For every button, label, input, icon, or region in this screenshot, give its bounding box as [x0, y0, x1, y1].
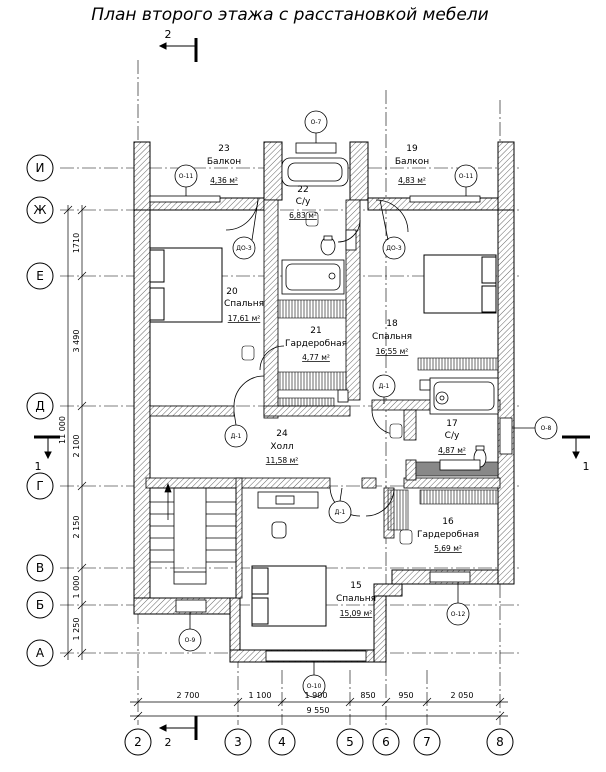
- radiators: [241, 211, 413, 545]
- section-label-left: 1: [35, 460, 42, 473]
- room-area: 17,61 м²: [228, 314, 261, 323]
- room-name: Балкон: [207, 157, 241, 167]
- dim-text: 2 050: [451, 691, 474, 700]
- marker-label: О-11: [179, 173, 194, 180]
- bottom-dimension-lines: [130, 697, 508, 721]
- room-area: 4,77 м²: [302, 353, 330, 362]
- room-name: Холл: [270, 442, 293, 452]
- opening-markers: [174, 110, 558, 698]
- marker-label: О-11: [459, 173, 474, 180]
- section-label-top: 2: [165, 28, 172, 41]
- dim-text: 1 900: [305, 691, 328, 700]
- row-axis-labels: И Ж Е Д Г В Б А: [34, 161, 47, 660]
- dim-text: 1 250: [72, 618, 81, 641]
- room-name: Балкон: [395, 157, 429, 167]
- door-swings: [225, 197, 409, 517]
- axis-label: 7: [423, 735, 431, 749]
- room-number: 22: [297, 185, 308, 195]
- dim-text: 850: [360, 691, 375, 700]
- marker-label: Д-1: [231, 433, 242, 440]
- desk: [257, 491, 319, 539]
- dim-text: 2 150: [72, 516, 81, 539]
- left-dimension-lines: [63, 205, 87, 660]
- room-name: Гардеробная: [285, 339, 347, 349]
- axis-label: В: [36, 561, 44, 575]
- room-number: 20: [226, 287, 238, 297]
- axis-label: Г: [36, 479, 43, 493]
- axis-label: А: [36, 646, 45, 660]
- bathroom-fixtures: [281, 157, 499, 471]
- dim-text: 1710: [72, 233, 81, 253]
- bottom-dimension-texts: 2 700 1 100 1 900 850 950 2 050 9 550: [177, 691, 474, 715]
- room-area: 4,87 м²: [438, 446, 466, 455]
- room-area: 4,36 м²: [210, 176, 238, 185]
- dim-text: 2 100: [72, 435, 81, 458]
- axis-label: 4: [278, 735, 286, 749]
- dim-text: 3 490: [72, 330, 81, 353]
- axis-label: Б: [36, 598, 44, 612]
- marker-label: ДО-3: [386, 245, 402, 252]
- room-name: Спальня: [224, 299, 264, 309]
- room-name: Спальня: [372, 332, 412, 342]
- room-number: 19: [406, 144, 418, 154]
- marker-label: ДО-3: [236, 245, 252, 252]
- room-number: 18: [386, 319, 398, 329]
- room-name: С/у: [445, 431, 460, 441]
- room-area: 11,58 м²: [266, 456, 299, 465]
- marker-label: О-7: [311, 119, 322, 126]
- dim-text: 1 100: [249, 691, 272, 700]
- col-axis-bubbles: [124, 728, 514, 756]
- row-axis-bubbles: [26, 154, 54, 667]
- plan-title: План второго этажа с расстановкой мебели: [91, 5, 488, 25]
- axis-label: 3: [234, 735, 242, 749]
- room-area: 4,83 м²: [398, 176, 426, 185]
- room-area: 6,83 м²: [289, 211, 317, 220]
- axis-label: Д: [35, 399, 44, 413]
- room-labels: 23 Балкон 4,36 м² 19 Балкон 4,83 м² 22 С…: [207, 144, 479, 618]
- room-number: 17: [446, 419, 457, 429]
- axis-label: 5: [346, 735, 354, 749]
- opening-marker-labels: О-7 О-11 О-11 ДО-3 ДО-3 О-8 О-9 О-10 О-1…: [179, 119, 552, 690]
- room-name: Спальня: [336, 594, 376, 604]
- dim-text: 2 700: [177, 691, 200, 700]
- section-label-bottom: 2: [165, 736, 172, 749]
- dim-text: 9 550: [307, 706, 330, 715]
- stairs: [149, 482, 237, 599]
- beds: [149, 247, 497, 627]
- axis-label: Ж: [34, 203, 47, 217]
- room-area: 5,69 м²: [434, 544, 462, 553]
- marker-label: О-10: [307, 683, 322, 690]
- room-name: Гардеробная: [417, 530, 479, 540]
- marker-label: Д-1: [335, 509, 346, 516]
- room-number: 23: [218, 144, 229, 154]
- room-number: 16: [442, 517, 454, 527]
- room-area: 15,09 м²: [340, 609, 373, 618]
- marker-label: О-9: [185, 637, 196, 644]
- dim-text: 11 000: [58, 416, 67, 444]
- marker-label: Д-1: [379, 383, 390, 390]
- section-cut-marks: [34, 38, 590, 740]
- section-label-right: 1: [583, 460, 590, 473]
- marker-label: О-12: [451, 611, 466, 618]
- left-dimension-texts: 1710 3 490 11 000 2 100 2 150 1 000 1 25…: [58, 233, 81, 641]
- axis-label: И: [36, 161, 45, 175]
- col-axis-labels: 2 3 4 5 6 7 8: [134, 735, 504, 749]
- dim-text: 950: [398, 691, 413, 700]
- room-area: 16,55 м²: [376, 347, 409, 356]
- axis-label: 6: [382, 735, 390, 749]
- room-name: С/у: [296, 197, 311, 207]
- axis-label: Е: [36, 269, 44, 283]
- windows: [149, 142, 513, 662]
- room-number: 24: [276, 429, 288, 439]
- marker-label: О-8: [541, 425, 552, 432]
- axis-label: 2: [134, 735, 142, 749]
- dim-text: 1 000: [72, 576, 81, 599]
- axis-label: 8: [496, 735, 504, 749]
- room-number: 15: [350, 581, 361, 591]
- room-number: 21: [310, 326, 321, 336]
